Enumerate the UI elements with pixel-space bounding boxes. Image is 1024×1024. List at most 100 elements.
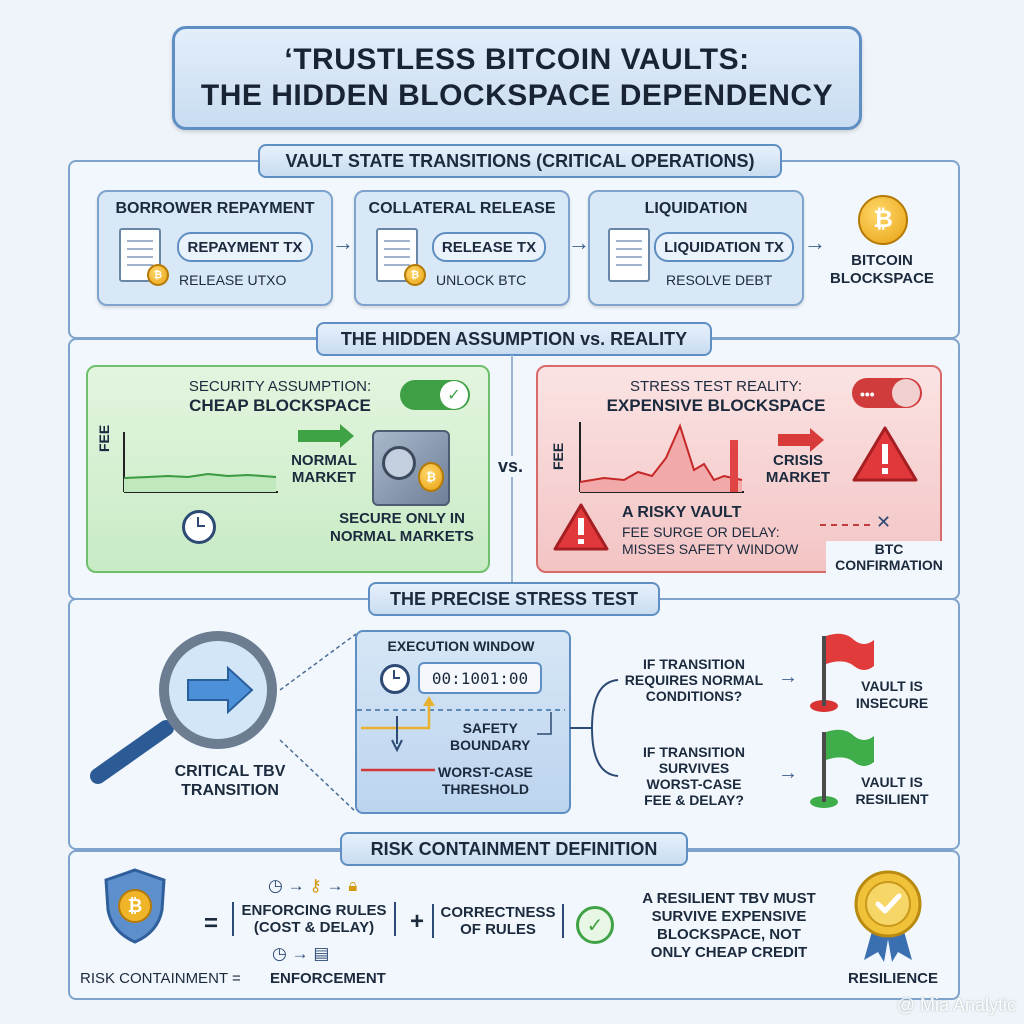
normal-market-label: NORMAL MARKET <box>284 452 364 486</box>
arrow-icon: → <box>326 876 344 895</box>
arrow-icon: → <box>804 230 826 255</box>
card-collateral-release: COLLATERAL RELEASE ₿ RELEASE TX UNLOCK B… <box>354 190 570 306</box>
section-risk-heading: RISK CONTAINMENT DEFINITION <box>340 832 688 866</box>
fee-axis-label: FEE <box>550 442 566 470</box>
flag-icon <box>810 729 874 808</box>
arrow-icon: → <box>287 876 305 895</box>
card-borrower-repayment: BORROWER REPAYMENT ₿ REPAYMENT TX RELEAS… <box>97 190 333 306</box>
market-line-1: NORMAL <box>291 452 357 469</box>
timer-display: 00:1001:00 <box>418 662 542 694</box>
market-line-2: MARKET <box>291 469 357 486</box>
card-liquidation: LIQUIDATION LIQUIDATION TX RESOLVE DEBT <box>588 190 804 306</box>
enforcement-icons: ◷ → ⚷ → 🔒︎ <box>268 876 357 896</box>
correct-line-1: CORRECTNESS <box>440 904 556 921</box>
card-title: BORROWER REPAYMENT <box>115 200 315 217</box>
toggle-check-icon: ✓ <box>400 380 470 410</box>
statement-line-4: ONLY CHEAP CREDIT <box>650 944 808 961</box>
lens-label: CRITICAL TBV TRANSITION <box>150 762 310 800</box>
boundary-line-1: SAFETY <box>462 720 518 736</box>
secure-note: SECURE ONLY IN NORMAL MARKETS <box>322 510 482 546</box>
conf-line-2: CONFIRMATION <box>835 557 943 573</box>
enforcing-rules-box: ENFORCING RULES (COST & DELAY) <box>232 902 396 936</box>
arrow-icon: → <box>332 230 354 255</box>
plus-sign: + <box>410 908 425 935</box>
risk-line-2: MISSES SAFETY WINDOW <box>622 541 799 557</box>
tx-pill: LIQUIDATION TX <box>654 232 794 262</box>
reality-value: EXPENSIVE BLOCKSPACE <box>606 396 826 415</box>
question-normal: IF TRANSITION REQUIRES NORMAL CONDITIONS… <box>614 656 774 704</box>
check-icon: ✓ <box>576 906 614 944</box>
q1-line-2: REQUIRES NORMAL <box>624 672 764 688</box>
medal-icon <box>854 870 922 962</box>
safety-boundary-label: SAFETY BOUNDARY <box>450 720 530 754</box>
bitcoin-blockspace-label: BITCOIN BLOCKSPACE <box>820 252 944 288</box>
crisis-market-label: CRISIS MARKET <box>758 452 838 486</box>
tx-pill: RELEASE TX <box>432 232 546 262</box>
section-stress-heading: THE PRECISE STRESS TEST <box>368 582 660 616</box>
section-risk-containment <box>68 850 960 1000</box>
toggle-off-icon: ••• <box>852 378 922 408</box>
key-icon: ⚷ <box>309 876 322 895</box>
note-line-1: SECURE ONLY IN <box>339 510 465 527</box>
lens-line-1: CRITICAL TBV <box>174 763 286 780</box>
flag-icon <box>810 633 874 712</box>
q2-line-1: IF TRANSITION <box>643 744 745 760</box>
bitcoin-coin-icon: ₿ <box>858 195 908 245</box>
resilience-statement: A RESILIENT TBV MUST SURVIVE EXPENSIVE B… <box>624 890 834 962</box>
bitcoin-coin-icon: ₿ <box>404 264 426 286</box>
card-sub: RELEASE UTXO <box>179 272 287 288</box>
result-insecure: VAULT IS INSECURE <box>842 678 942 712</box>
btc-confirmation-label: BTC CONFIRMATION <box>826 541 952 573</box>
clock-icon <box>182 510 216 544</box>
result-resilient: VAULT IS RESILIENT <box>842 774 942 808</box>
arrow-head <box>340 424 354 448</box>
window-title: EXECUTION WINDOW <box>387 638 535 654</box>
card-title: LIQUIDATION <box>644 200 748 217</box>
threshold-line-1: WORST-CASE <box>438 764 533 780</box>
branch-lines <box>570 679 619 777</box>
section-transitions-heading: VAULT STATE TRANSITIONS (CRITICAL OPERAT… <box>258 144 782 178</box>
market-line-1: CRISIS <box>772 452 823 469</box>
enforcement-icons-bottom: ◷ → ▤ <box>272 944 329 964</box>
rules-line-2: (COST & DELAY) <box>253 919 375 936</box>
arrow-icon <box>298 430 342 442</box>
risk-title: A RISKY VAULT <box>622 504 742 521</box>
footer-left: RISK CONTAINMENT = <box>80 970 241 987</box>
q1-line-1: IF TRANSITION <box>643 656 745 672</box>
equals-sign: = <box>204 910 219 937</box>
correctness-box: CORRECTNESS OF RULES <box>432 904 564 938</box>
clock-icon <box>380 664 410 694</box>
fee-axis-label: FEE <box>96 424 112 452</box>
footer-mid: ENFORCEMENT <box>270 970 386 987</box>
q2-line-3: WORST-CASE <box>646 776 742 792</box>
shield-icon: ₿ <box>104 868 166 944</box>
target-line-2: BLOCKSPACE <box>830 270 934 287</box>
watermark: @ Mia Analytic <box>896 995 1016 1015</box>
statement-line-2: SURVIVE EXPENSIVE <box>651 908 807 925</box>
execution-window-panel <box>355 630 571 814</box>
assumption-label: SECURITY ASSUMPTION: <box>188 378 372 395</box>
window-graphic <box>357 696 565 772</box>
correct-line-2: OF RULES <box>460 921 536 938</box>
arrow-icon: → <box>778 762 798 784</box>
title-line-2: THE HIDDEN BLOCKSPACE DEPENDENCY <box>200 79 834 112</box>
r1-line-2: INSECURE <box>855 695 929 711</box>
vs-label: vs. <box>496 456 526 477</box>
arrow-icon <box>778 434 812 446</box>
document-icon <box>119 228 161 282</box>
card-title: COLLATERAL RELEASE <box>368 200 556 217</box>
q1-line-3: CONDITIONS? <box>645 688 743 704</box>
conf-line-1: BTC <box>874 541 904 557</box>
question-worst-case: IF TRANSITION SURVIVES WORST-CASE FEE & … <box>614 744 774 808</box>
clock-icon: ◷ <box>268 876 283 895</box>
arrow-head <box>810 428 824 452</box>
zoom-lines <box>279 633 357 813</box>
statement-line-1: A RESILIENT TBV MUST <box>642 890 816 907</box>
lens-line-2: TRANSITION <box>181 782 279 799</box>
dashed-arrow <box>820 524 870 526</box>
r1-line-1: VAULT IS <box>861 678 923 694</box>
threshold-label: WORST-CASE THRESHOLD <box>438 764 533 798</box>
section-assumption-heading: THE HIDDEN ASSUMPTION vs. REALITY <box>316 322 712 356</box>
document-icon <box>608 228 650 282</box>
document-icon: ▤ <box>313 944 330 963</box>
